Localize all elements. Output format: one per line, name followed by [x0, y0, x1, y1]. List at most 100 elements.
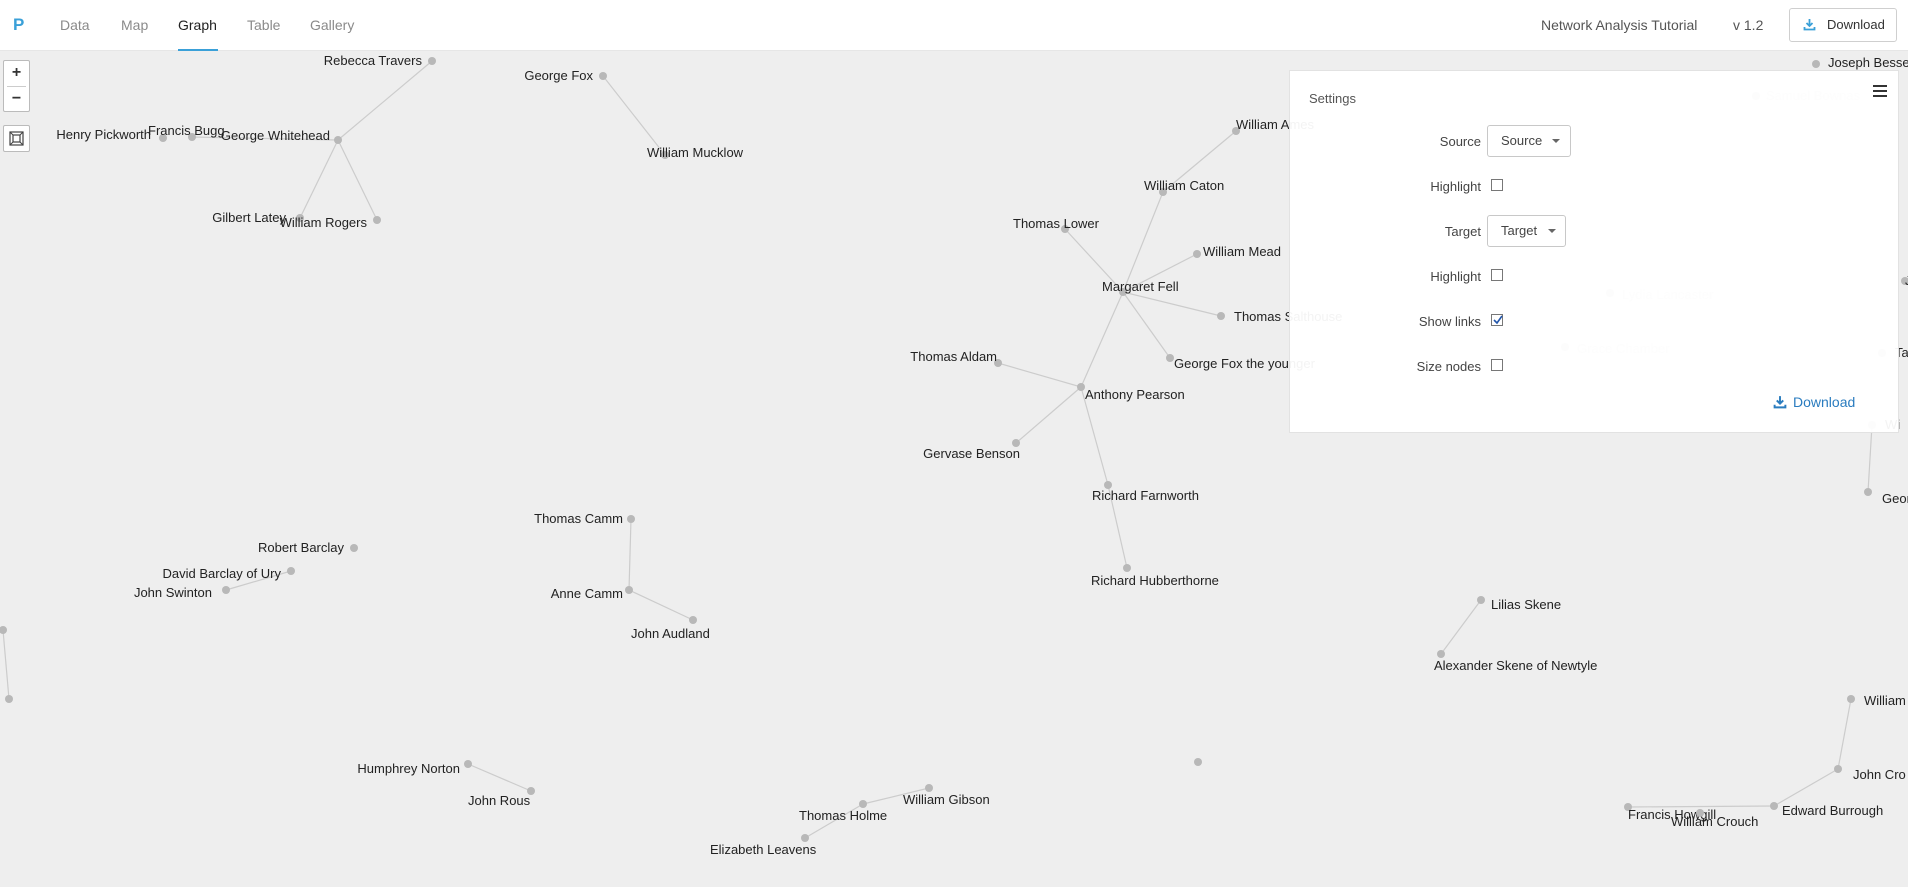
- graph-node[interactable]: Thomas Holme: [799, 800, 887, 823]
- graph-node-dot[interactable]: [1864, 488, 1872, 496]
- graph-node[interactable]: Alexander Skene of Newtyle: [1434, 650, 1597, 673]
- target-select[interactable]: Target: [1487, 215, 1566, 247]
- graph-node[interactable]: John Audland: [631, 616, 710, 641]
- tab-table[interactable]: Table: [247, 17, 281, 33]
- graph-node[interactable]: William Caton: [1144, 178, 1224, 196]
- download-button[interactable]: Download: [1789, 8, 1897, 42]
- graph-node[interactable]: Thomas Camm: [534, 511, 635, 526]
- graph-node-dot[interactable]: [689, 616, 697, 624]
- graph-node[interactable]: Ja: [1901, 273, 1908, 288]
- source-select[interactable]: Source: [1487, 125, 1571, 157]
- graph-node-dot[interactable]: [1194, 758, 1202, 766]
- graph-node[interactable]: William Gibson: [903, 784, 990, 807]
- graph-node[interactable]: [1194, 758, 1202, 766]
- graph-node-dot[interactable]: [925, 784, 933, 792]
- graph-node-dot[interactable]: [0, 626, 7, 634]
- graph-node-dot[interactable]: [1166, 354, 1174, 362]
- highlight-source-checkbox[interactable]: [1491, 179, 1503, 191]
- graph-node-dot[interactable]: [527, 787, 535, 795]
- fit-to-screen-button[interactable]: [3, 125, 30, 152]
- graph-node-dot[interactable]: [1812, 60, 1820, 68]
- tab-graph[interactable]: Graph: [178, 17, 217, 33]
- graph-node[interactable]: George Whitehead: [221, 128, 342, 144]
- hamburger-menu-icon[interactable]: [1873, 85, 1887, 97]
- graph-node-dot[interactable]: [1104, 481, 1112, 489]
- graph-node-dot[interactable]: [464, 760, 472, 768]
- graph-node-dot[interactable]: [159, 134, 167, 142]
- graph-node[interactable]: Margaret Fell: [1102, 279, 1179, 296]
- highlight-target-checkbox[interactable]: [1491, 269, 1503, 281]
- graph-node[interactable]: William Mead: [1193, 244, 1281, 259]
- graph-node-dot[interactable]: [287, 567, 295, 575]
- graph-node[interactable]: John Cro: [1834, 765, 1906, 782]
- show-links-checkbox[interactable]: [1491, 314, 1503, 326]
- graph-node-dot[interactable]: [1847, 695, 1855, 703]
- graph-node[interactable]: Thomas Lower: [1013, 216, 1100, 233]
- graph-node-dot[interactable]: [296, 214, 304, 222]
- graph-node[interactable]: Elizabeth Leavens: [710, 834, 817, 857]
- graph-node-dot[interactable]: [373, 216, 381, 224]
- graph-node-dot[interactable]: [1437, 650, 1445, 658]
- graph-node-dot[interactable]: [1119, 288, 1127, 296]
- graph-node-dot[interactable]: [1696, 809, 1704, 817]
- graph-node[interactable]: William Crouch: [1671, 809, 1758, 829]
- tab-data[interactable]: Data: [60, 17, 90, 33]
- graph-node-dot[interactable]: [661, 151, 669, 159]
- graph-node[interactable]: [5, 695, 13, 703]
- graph-node[interactable]: Henry Pickworth: [56, 127, 167, 142]
- tab-map[interactable]: Map: [121, 17, 149, 33]
- graph-node-dot[interactable]: [188, 133, 196, 141]
- graph-node-dot[interactable]: [1217, 312, 1225, 320]
- graph-node-dot[interactable]: [1123, 564, 1131, 572]
- graph-node-dot[interactable]: [599, 72, 607, 80]
- app-logo[interactable]: P: [13, 15, 25, 34]
- graph-node[interactable]: George Fox the younger: [1166, 354, 1316, 371]
- graph-node[interactable]: Humphrey Norton: [357, 760, 472, 776]
- graph-node-dot[interactable]: [1624, 803, 1632, 811]
- graph-node-dot[interactable]: [627, 515, 635, 523]
- graph-node[interactable]: Geor: [1864, 488, 1908, 506]
- graph-node-dot[interactable]: [334, 136, 342, 144]
- graph-node[interactable]: William Mucklow: [647, 145, 744, 160]
- graph-node-dot[interactable]: [1477, 596, 1485, 604]
- graph-node[interactable]: Edward Burrough: [1770, 802, 1883, 818]
- zoom-out-button[interactable]: −: [11, 90, 22, 107]
- graph-node-dot[interactable]: [5, 695, 13, 703]
- graph-node-dot[interactable]: [994, 359, 1002, 367]
- graph-node[interactable]: Robert Barclay: [258, 540, 358, 555]
- graph-node-dot[interactable]: [1077, 383, 1085, 391]
- graph-node-dot[interactable]: [1232, 127, 1240, 135]
- graph-node[interactable]: John Swinton: [134, 585, 230, 600]
- graph-node-dot[interactable]: [1834, 765, 1842, 773]
- graph-node-dot[interactable]: [222, 586, 230, 594]
- graph-node[interactable]: Francis Howgill: [1624, 803, 1716, 822]
- tab-gallery[interactable]: Gallery: [310, 17, 355, 33]
- graph-node[interactable]: Gilbert Latey: [212, 210, 304, 225]
- graph-node[interactable]: [0, 626, 7, 634]
- graph-node[interactable]: Gervase Benson: [923, 439, 1020, 461]
- graph-node-dot[interactable]: [350, 544, 358, 552]
- graph-node-dot[interactable]: [428, 57, 436, 65]
- graph-node[interactable]: Richard Hubberthorne: [1091, 564, 1219, 588]
- graph-node[interactable]: Anne Camm: [551, 586, 633, 601]
- graph-node[interactable]: Anthony Pearson: [1077, 383, 1185, 402]
- zoom-in-button[interactable]: +: [11, 64, 22, 81]
- graph-node[interactable]: Rebecca Travers: [324, 53, 436, 68]
- graph-node[interactable]: William Rogers: [280, 215, 381, 230]
- graph-node[interactable]: William: [1847, 693, 1906, 708]
- size-nodes-checkbox[interactable]: [1491, 359, 1503, 371]
- graph-node-dot[interactable]: [1159, 188, 1167, 196]
- graph-node-dot[interactable]: [1901, 277, 1908, 285]
- graph-node-dot[interactable]: [625, 586, 633, 594]
- graph-node[interactable]: Joseph Besse: [1812, 55, 1908, 70]
- graph-node[interactable]: Richard Farnworth: [1092, 481, 1199, 503]
- graph-node-dot[interactable]: [1770, 802, 1778, 810]
- graph-node[interactable]: Lilias Skene: [1477, 596, 1561, 612]
- graph-node[interactable]: Thomas Aldam: [910, 349, 1002, 367]
- graph-node[interactable]: David Barclay of Ury: [163, 566, 295, 581]
- graph-node-dot[interactable]: [1061, 225, 1069, 233]
- graph-node-dot[interactable]: [801, 834, 809, 842]
- graph-node[interactable]: Francis Bugg: [148, 123, 225, 141]
- graph-node[interactable]: John Rous: [468, 787, 535, 808]
- graph-node-dot[interactable]: [1193, 250, 1201, 258]
